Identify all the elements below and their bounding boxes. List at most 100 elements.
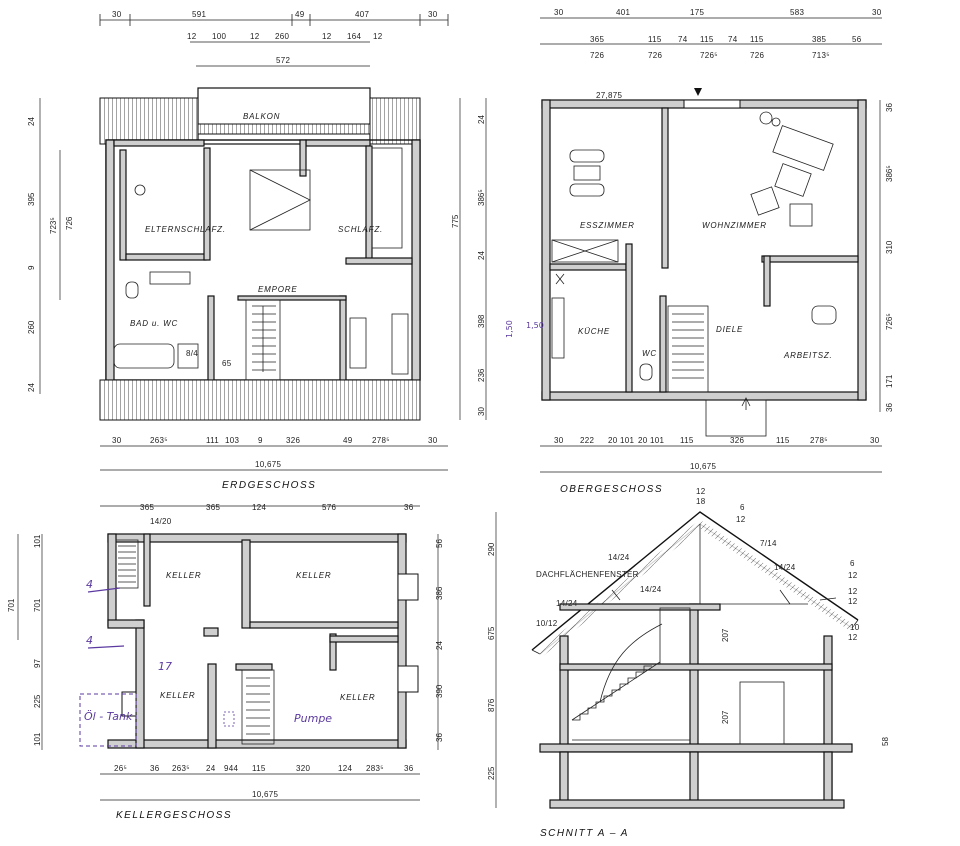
eg-bath-note: 8/4 [186,349,198,358]
og-ink-left-0: 1,50 [505,320,514,338]
kg-dim-left-0: 101 [33,534,42,548]
og-dim-top3-0: 726 [590,51,604,60]
plan-kellergeschoss: 365 365 124 576 36 KELLER [7,503,444,821]
kg-dim-left-2: 97 [33,659,42,668]
og-dim-top2-5: 115 [750,35,764,44]
kg-ink-pumpe: Pumpe [294,712,332,725]
eg-total: 10,675 [255,460,282,469]
eg-dim-left-3: 260 [27,320,36,334]
og-room-diele: DIELE [716,325,743,334]
og-dim-top1-4: 30 [872,8,882,17]
eg-dim-top2-3: 260 [275,32,289,41]
kg-room-keller-tl: KELLER [166,571,201,580]
eg-dim-top2-5: 164 [347,32,361,41]
aa-r6: 12 [848,633,858,642]
og-dim-bot-8: 115 [776,436,790,445]
eg-room-empore: EMPORE [258,285,297,294]
kg-room-keller-br: KELLER [340,693,375,702]
eg-dim-bot-0: 30 [112,436,122,445]
kg-ink-oeltank: Öl - Tank [84,710,133,723]
eg-dim-bot-8: 30 [428,436,438,445]
kg-dim-right-0: 56 [435,539,444,548]
og-dim-right-0: 36 [885,103,894,112]
aa-label-f: 14/24 [774,563,796,572]
aa-top3: 6 [740,503,745,512]
eg-room-elternschlafz: ELTERNSCHLAFZ. [145,225,226,234]
og-room-arbeitsz: ARBEITSZ. [783,351,833,360]
og-dim-top1-2: 175 [690,8,704,17]
og-dim-top1-1: 401 [616,8,630,17]
kg-ink-4a: 4 [86,578,93,591]
kg-ink-4b: 4 [86,634,93,647]
eg-dim-bot-3: 103 [225,436,239,445]
og-dim-top2-1: 115 [648,35,662,44]
eg-dim-right-4: 236 [477,368,486,382]
og-room-esszimmer: ESSZIMMER [580,221,635,230]
eg-dim-left-4: 24 [27,383,36,392]
og-dim-right-3: 726⁵ [885,313,894,330]
eg-dim-top1-1: 591 [192,10,206,19]
eg-dim-left-0: 24 [27,117,36,126]
eg-dim-bot-2: 111 [206,436,219,445]
og-dim-bot-9: 278⁵ [810,436,828,445]
kg-dim-right-2: 24 [435,641,444,650]
og-dim-right-1: 386⁵ [885,165,894,182]
eg-dim-top1-0: 30 [112,10,122,19]
aa-r5: 10 [850,623,860,632]
kg-title: KELLERGESCHOSS [116,810,232,821]
aa-top2: 18 [696,497,706,506]
og-dim-top1-3: 583 [790,8,804,17]
kg-dim-right-3: 390 [435,684,444,698]
og-dim-bot-6: 115 [680,436,694,445]
aa-label-b: 14/24 [556,599,578,608]
kg-dim-top-3: 576 [322,503,336,512]
eg-dim-top2-4: 12 [322,32,332,41]
eg-dim-top2-1: 100 [212,32,226,41]
eg-dim-right-5: 30 [477,407,486,416]
aa-r1: 6 [850,559,855,568]
kg-room-keller-tr: KELLER [296,571,331,580]
kg-dim-top-0: 365 [140,503,154,512]
og-room-wohnzimmer: WOHNZIMMER [702,221,767,230]
kg-dim-left-outer: 701 [7,598,16,612]
aa-h-base: 58 [881,737,890,746]
eg-dim-top2-2: 12 [250,32,260,41]
kg-room-keller-bl: KELLER [160,691,195,700]
og-dim-right-2: 310 [885,240,894,254]
og-dim-bot-0: 30 [554,436,564,445]
og-dim-top2-7: 56 [852,35,862,44]
aa-h1: 207 [721,628,730,642]
og-total: 10,675 [690,462,717,471]
eg-dim-top1-3: 407 [355,10,369,19]
aa-title: SCHNITT A – A [540,828,629,839]
og-dim-bot-2: 20 [608,436,618,445]
eg-dim-left-inner-0: 723⁵ [49,217,58,234]
aa-top1: 12 [696,487,706,496]
eg-dim-bot-6: 49 [343,436,353,445]
eg-dim-bot-1: 263⁵ [150,436,168,445]
kg-dim-right-1: 386 [435,586,444,600]
section-schnitt-aa: DACHFLÄCHENFENSTER 14/24 14/24 14/24 10/… [487,487,890,839]
og-dim-bot-4: 20 [638,436,648,445]
aa-label-e: 7/14 [760,539,777,548]
og-dim-top2-6: 385 [812,35,826,44]
aa-top4: 12 [736,515,746,524]
aa-dachfenster: DACHFLÄCHENFENSTER [536,570,639,579]
kg-dim-bot-4: 944 [224,764,238,773]
eg-room-bad: BAD u. WC [130,319,178,328]
og-dim-right-4: 171 [885,374,894,388]
og-ink-left-1: 1,50 [526,321,544,330]
og-dim-top3-2: 726⁵ [700,51,718,60]
eg-dim-bot-4: 9 [258,436,263,445]
kg-dim-top-2: 124 [252,503,266,512]
aa-label-d: 10/12 [536,619,558,628]
og-title: OBERGESCHOSS [560,484,663,495]
eg-stair-note: 65 [222,359,232,368]
og-dim-bot-1: 222 [580,436,594,445]
aa-h2: 207 [721,710,730,724]
aa-label-c: 14/24 [640,585,662,594]
plan-obergeschoss: 30 401 175 583 30 365 115 74 115 74 115 … [505,8,894,495]
eg-dim-right-1: 386⁵ [477,189,486,206]
aa-dim-left-0: 290 [487,542,496,556]
eg-room-schlafz: SCHLAFZ. [338,225,383,234]
